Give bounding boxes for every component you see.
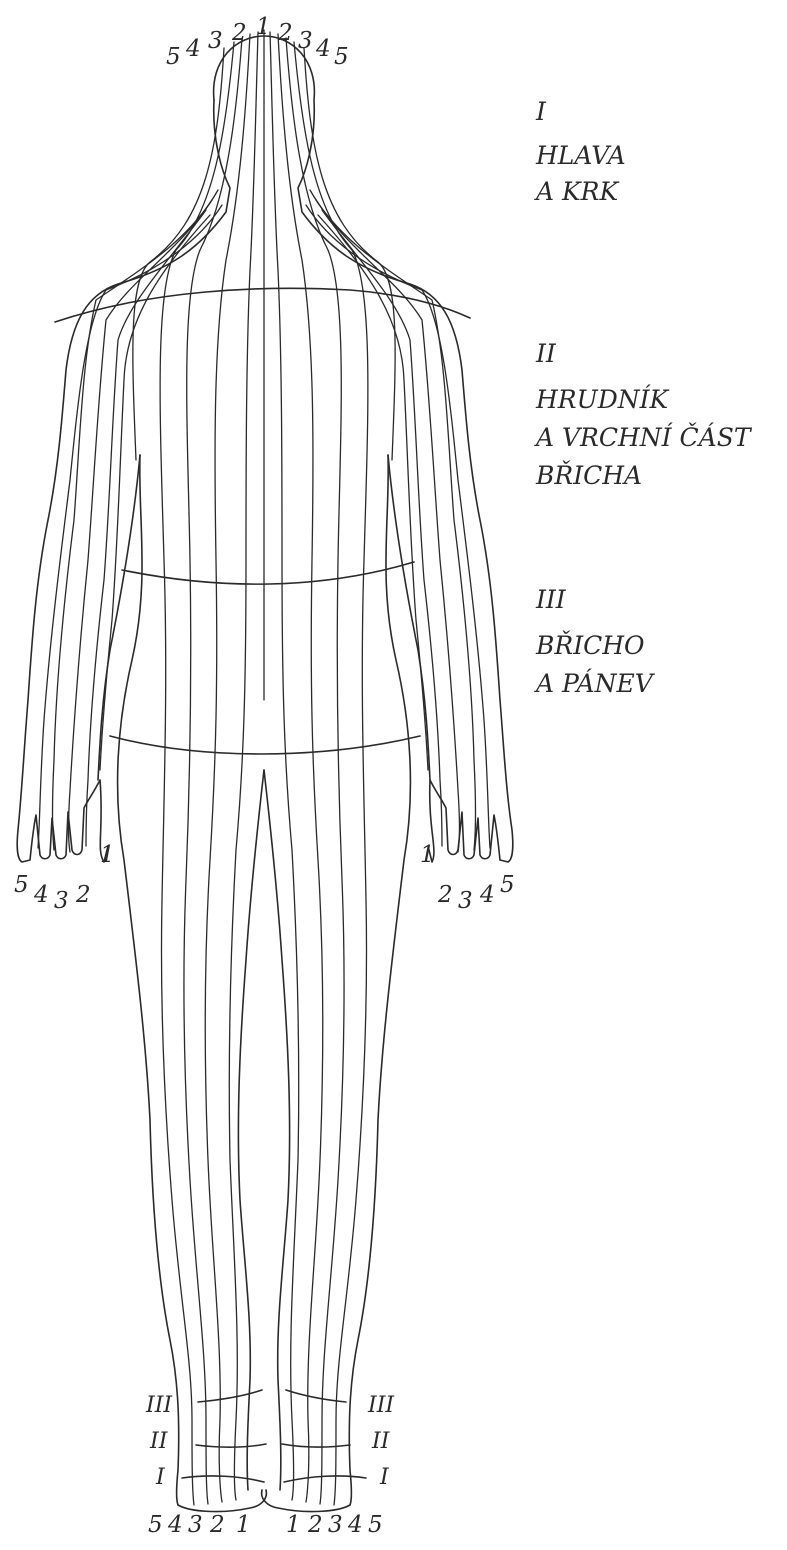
head-outline-left xyxy=(17,100,230,862)
right-foot-zone-II: II xyxy=(371,1429,391,1454)
left-leg-inner xyxy=(238,770,264,1490)
head-number-center-1: 1 xyxy=(256,14,271,40)
right-foot-numbers: 1 2 3 4 5 xyxy=(286,1512,383,1538)
zone-I-line-2: A KRK xyxy=(534,177,620,206)
zone-II-line-3: BŘICHA xyxy=(535,461,642,490)
head-number-left-4: 4 xyxy=(185,36,201,62)
right-hand-number-3: 3 xyxy=(458,888,473,914)
left-body-side xyxy=(118,455,179,1505)
right-body-side xyxy=(349,455,410,1505)
right-foot-number-4: 4 xyxy=(347,1512,363,1538)
head-number-left-3: 3 xyxy=(208,28,223,54)
zone-II-line-2: A VRCHNÍ ČÁST xyxy=(534,423,753,452)
left-foot-zone-II: II xyxy=(149,1429,169,1454)
right-foot-number-3: 3 xyxy=(328,1512,343,1538)
right-foot-number-5: 5 xyxy=(368,1512,383,1538)
right-foot-zone-I: I xyxy=(379,1465,390,1490)
zone-legend: I HLAVA A KRK II HRUDNÍK A VRCHNÍ ČÁST B… xyxy=(534,97,753,698)
right-hand-number-1: 1 xyxy=(420,842,435,868)
right-foot-zone-labels: III II I xyxy=(367,1393,395,1490)
zone-II-numeral: II xyxy=(535,339,557,368)
left-foot-number-5: 5 xyxy=(148,1512,163,1538)
right-hand-number-5: 5 xyxy=(500,872,515,898)
right-hand-number-2: 2 xyxy=(437,882,453,908)
left-hand-number-3: 3 xyxy=(54,888,69,914)
left-hand-number-5: 5 xyxy=(14,872,29,898)
zone-I-numeral: I xyxy=(535,97,547,126)
left-foot-number-2: 2 xyxy=(209,1512,225,1538)
left-foot-number-1: 1 xyxy=(236,1512,251,1538)
zone-III-label: III BŘICHO A PÁNEV xyxy=(534,585,656,698)
zone-III-line-2: A PÁNEV xyxy=(534,669,656,698)
left-hand-numbers: 5 4 3 2 1 xyxy=(14,842,115,914)
right-ankle-II xyxy=(282,1444,350,1447)
head-number-left-5: 5 xyxy=(166,44,181,70)
head-number-right-3: 3 xyxy=(298,28,313,54)
zone-I-line-1: HLAVA xyxy=(535,141,626,170)
body-outline xyxy=(17,36,513,1512)
left-ankle-I xyxy=(182,1476,264,1482)
right-foot-zone-III: III xyxy=(367,1393,395,1418)
left-foot-numbers: 5 4 3 2 1 xyxy=(148,1512,251,1538)
right-leg-inner xyxy=(264,770,290,1490)
left-ankle-III xyxy=(198,1390,262,1402)
right-foot-number-1: 1 xyxy=(286,1512,301,1538)
head-number-right-2: 2 xyxy=(277,20,293,46)
left-hand-number-1: 1 xyxy=(100,842,115,868)
left-foot-zone-labels: III II I xyxy=(145,1393,173,1490)
right-ankle-I xyxy=(284,1476,366,1482)
shoulder-divider xyxy=(55,288,470,322)
head-number-left-2: 2 xyxy=(231,20,247,46)
left-foot-number-4: 4 xyxy=(167,1512,183,1538)
right-hand-numbers: 1 2 3 4 5 xyxy=(420,842,515,914)
zone-lines xyxy=(38,30,490,1505)
left-hand-number-4: 4 xyxy=(33,882,49,908)
left-foot-zone-III: III xyxy=(145,1393,173,1418)
zone-II-line-1: HRUDNÍK xyxy=(535,385,669,414)
left-foot-number-3: 3 xyxy=(188,1512,203,1538)
zone-III-line-1: BŘICHO xyxy=(535,631,645,660)
left-hand-number-2: 2 xyxy=(75,882,91,908)
waist-divider xyxy=(122,562,414,584)
left-foot-zone-I: I xyxy=(155,1465,166,1490)
zone-II-label: II HRUDNÍK A VRCHNÍ ČÁST BŘICHA xyxy=(534,339,753,490)
head-number-right-5: 5 xyxy=(334,44,349,70)
right-foot-number-2: 2 xyxy=(307,1512,323,1538)
pelvis-divider xyxy=(110,736,420,754)
right-hand-number-4: 4 xyxy=(479,882,495,908)
zone-I-label: I HLAVA A KRK xyxy=(534,97,626,206)
zone-III-numeral: III xyxy=(535,585,567,614)
head-number-right-4: 4 xyxy=(315,36,331,62)
